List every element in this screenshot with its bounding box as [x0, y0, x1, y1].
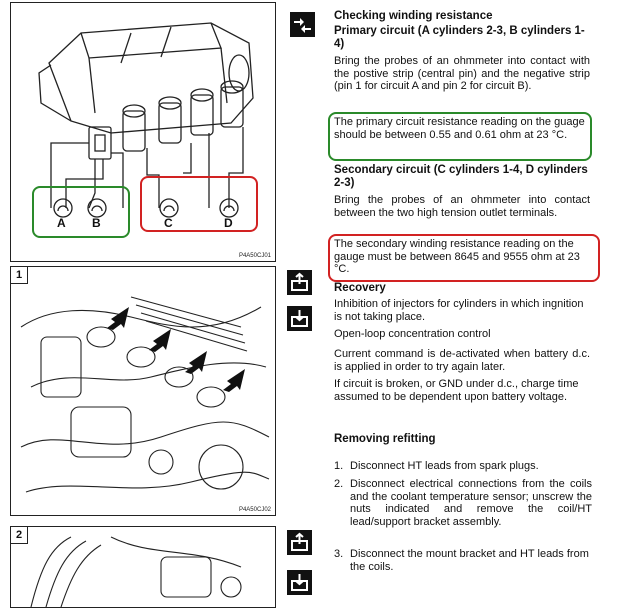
- primary-meters-highlight: [32, 186, 130, 238]
- figure1-caption: P4A50CJ01: [238, 253, 271, 259]
- list-item: 3. Disconnect the mount bracket and HT l…: [334, 548, 592, 573]
- recovery-p3: Current command is de-activated when bat…: [334, 348, 590, 373]
- step-text: Disconnect electrical connections from t…: [350, 478, 592, 528]
- recovery-p1: Inhibition of injectors for cylinders in…: [334, 298, 584, 323]
- secondary-text: Bring the probes of an ohmmeter into con…: [334, 194, 590, 219]
- secondary-spec: The secondary winding resistance reading…: [334, 238, 580, 275]
- meter-label-d: D: [224, 216, 233, 230]
- figure3-number: 2: [11, 527, 28, 544]
- secondary-meters-highlight: [140, 176, 258, 232]
- removing-heading: Removing refitting: [334, 433, 436, 445]
- secondary-heading: Secondary circuit (C cylinders 1-4, D cy…: [334, 164, 588, 189]
- remove-refit-icon: [287, 306, 312, 331]
- figure-engine-bay: 1 P4A50CJ02: [10, 266, 276, 516]
- remove-refit-icon: [287, 530, 312, 555]
- remove-refit-icon: [287, 570, 312, 595]
- figure-coil-diagram: A B C D P4A50CJ01: [10, 2, 276, 262]
- engine-drawing: [20, 296, 270, 493]
- meter-label-c: C: [164, 216, 173, 230]
- recovery-p4: If circuit is broken, or GND under d.c.,…: [334, 378, 579, 403]
- meter-label-a: A: [57, 216, 66, 230]
- figure2-caption: P4A50CJ02: [238, 507, 271, 513]
- step-number: 2.: [334, 478, 344, 490]
- recovery-heading: Recovery: [334, 282, 386, 294]
- list-item: 1. Disconnect HT leads from spark plugs.: [334, 460, 592, 473]
- remove-refit-icon: [287, 270, 312, 295]
- primary-heading: Primary circuit (A cylinders 2-3, B cyli…: [334, 25, 585, 50]
- figure-coil-removal: 2: [10, 526, 276, 608]
- list-item: 2. Disconnect electrical connections fro…: [334, 478, 592, 528]
- checking-heading: Checking winding resistance: [334, 10, 493, 22]
- meter-label-b: B: [92, 216, 101, 230]
- secondary-spec-highlight: [328, 234, 600, 282]
- recovery-p2: Open-loop concentration control: [334, 328, 491, 340]
- step-number: 1.: [334, 460, 344, 472]
- test-icon: [290, 12, 315, 37]
- coil-removal-drawing: [30, 536, 242, 607]
- primary-spec-highlight: [328, 112, 592, 161]
- primary-spec: The primary circuit resistance reading o…: [334, 116, 585, 141]
- step-number: 3.: [334, 548, 344, 560]
- step-text: Disconnect HT leads from spark plugs.: [350, 460, 539, 472]
- primary-text: Bring the probes of an ohmmeter into con…: [334, 55, 590, 92]
- figure2-number: 1: [11, 267, 28, 284]
- step-text: Disconnect the mount bracket and HT lead…: [350, 548, 589, 573]
